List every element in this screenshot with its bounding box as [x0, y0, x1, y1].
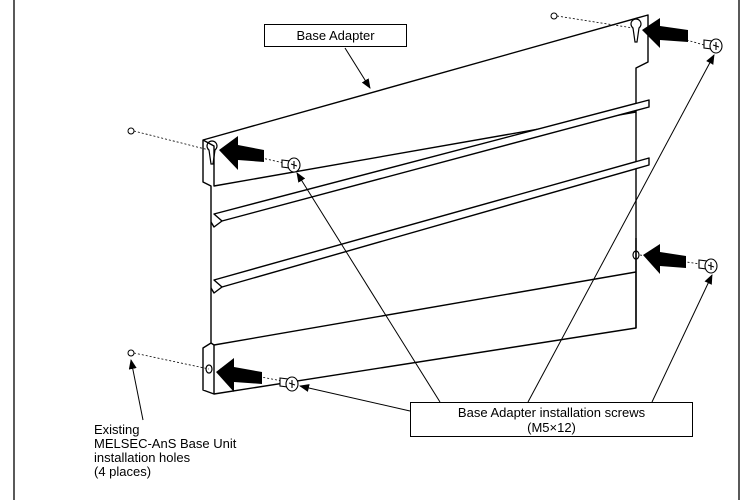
push-arrow-bottom-left [216, 358, 262, 392]
leader-screw-bottom-left [299, 384, 411, 412]
keyhole-top-right [630, 18, 642, 43]
installation-screws-label: Base Adapter installation screws (M5×12) [410, 402, 693, 437]
screw-top-right [703, 38, 723, 54]
leader-base-adapter [344, 47, 371, 89]
base-adapter-label-text: Base Adapter [296, 28, 375, 43]
base-adapter-plate [202, 14, 650, 395]
insert-direction-arrows [216, 18, 688, 392]
leader-existing-holes [128, 359, 144, 421]
existing-holes-label-line2: MELSEC-AnS Base Unit [94, 436, 237, 451]
installation-screws-label-line2: (M5×12) [527, 420, 576, 435]
existing-hole-bottom-left [127, 349, 135, 357]
screws [279, 38, 723, 392]
leader-screw-top-left [296, 172, 441, 403]
screw-bottom-right [698, 258, 718, 274]
existing-hole-top-left [127, 127, 135, 135]
leader-lines [128, 47, 715, 421]
existing-holes-label-line4: (4 places) [94, 464, 152, 479]
keyhole-top-left [206, 140, 218, 165]
plate-holes [205, 18, 642, 374]
screw-bottom-left [279, 376, 299, 392]
installation-screws-label-line1: Base Adapter installation screws [457, 405, 646, 420]
push-arrow-top-right [642, 18, 688, 48]
base-adapter-label: Base Adapter [264, 24, 407, 47]
push-arrow-top-left [219, 136, 264, 170]
screw-top-left [281, 157, 301, 173]
push-arrow-bottom-right [643, 244, 686, 274]
hole-bottom-left [205, 364, 213, 374]
existing-hole-top-right [550, 12, 558, 20]
hole-bottom-right [632, 250, 640, 260]
existing-holes-label-line1: Existing [94, 422, 140, 437]
leader-screw-bottom-right [651, 274, 713, 403]
existing-holes-label: Existing MELSEC-AnS Base Unit installati… [94, 423, 236, 479]
leader-screw-top-right [527, 54, 715, 403]
existing-holes-label-line3: installation holes [94, 450, 191, 465]
